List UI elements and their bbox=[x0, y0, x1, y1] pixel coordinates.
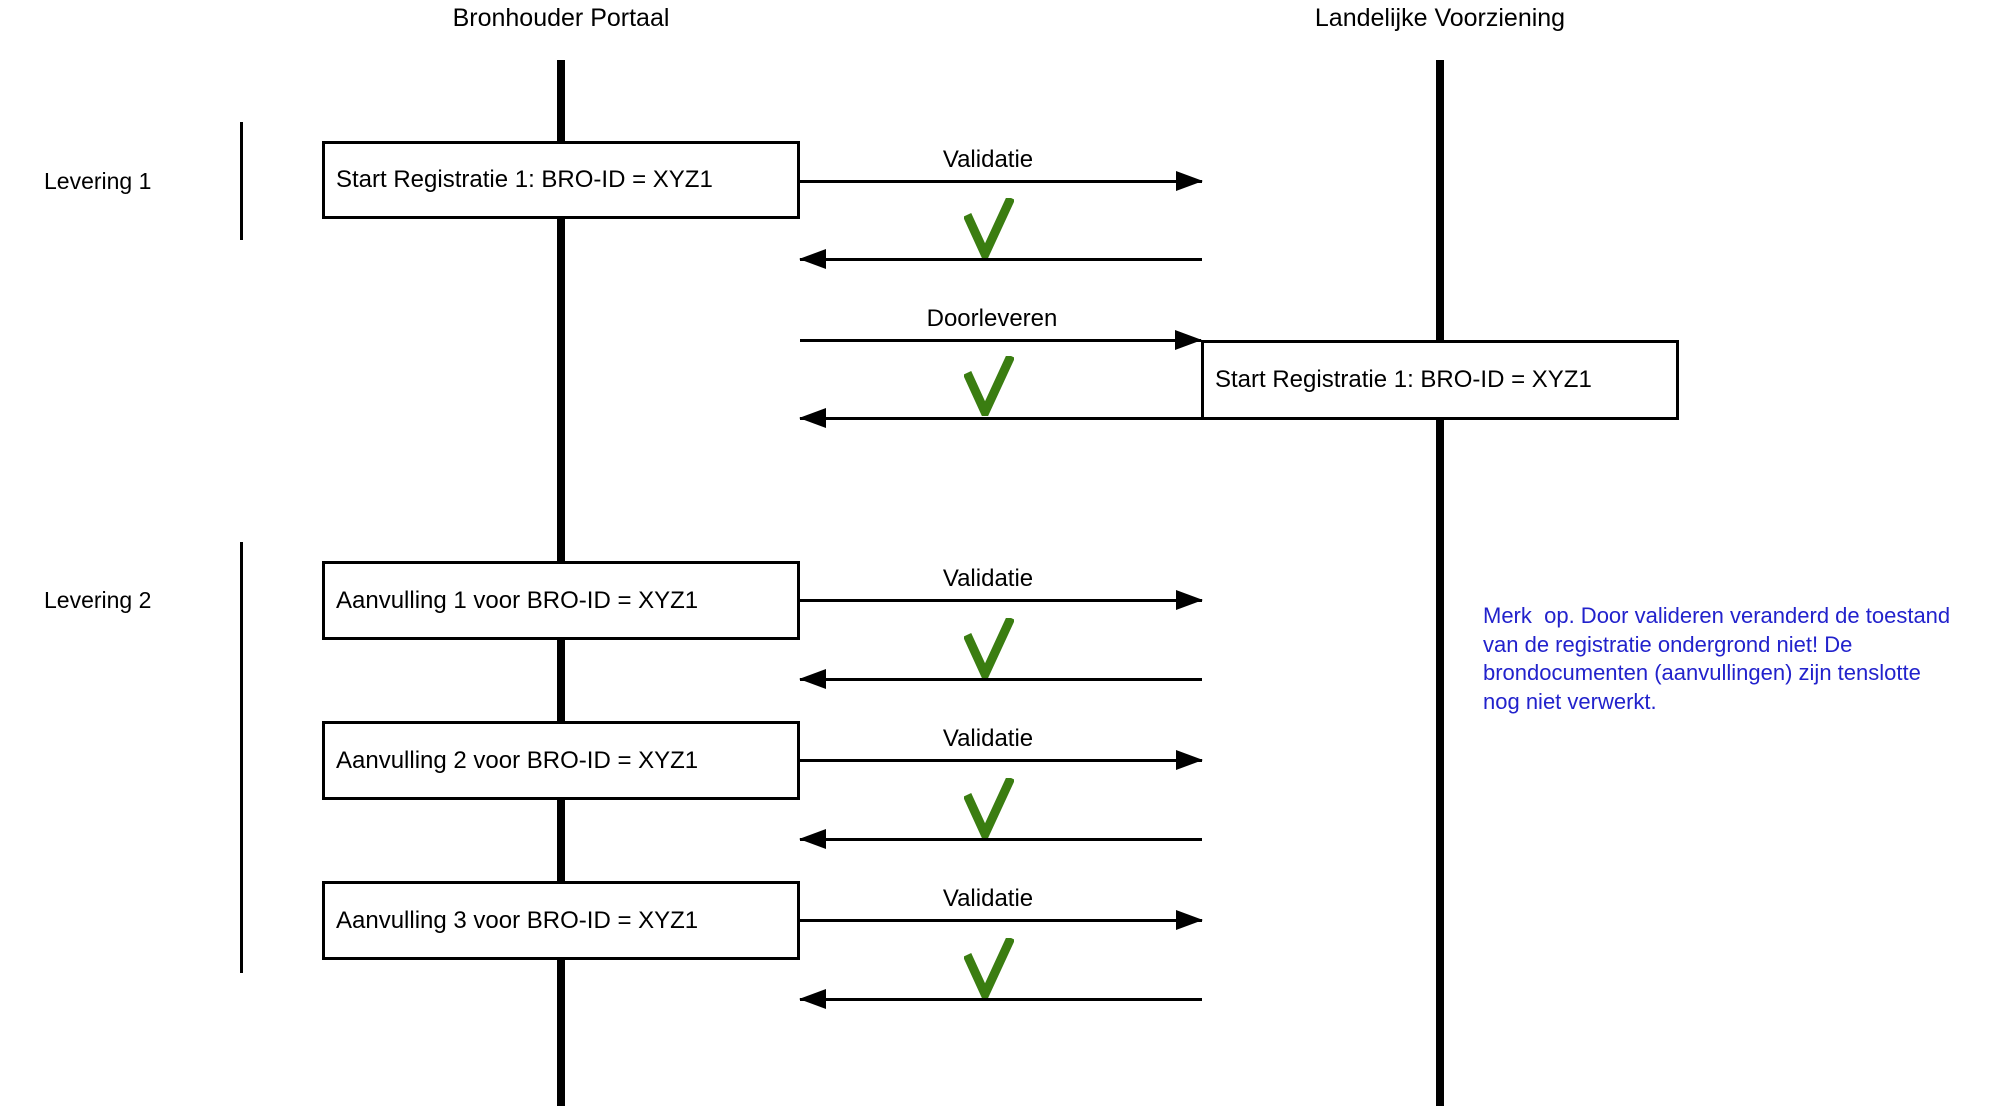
box-aanvulling-2-text: Aanvulling 2 voor BRO-ID = XYZ1 bbox=[336, 746, 699, 774]
arrow-label-validatie-2: Validatie bbox=[942, 565, 1034, 592]
request-arrow-validatie-4 bbox=[800, 910, 1203, 930]
return-arrow-validatie-4 bbox=[799, 989, 1202, 1009]
arrowhead-right-icon bbox=[1176, 750, 1203, 770]
box-start-registratie-left-text: Start Registratie 1: BRO-ID = XYZ1 bbox=[336, 166, 713, 193]
arrow-label-validatie-3: Validatie bbox=[942, 725, 1034, 752]
arrow-shaft bbox=[800, 838, 1202, 841]
return-arrow-doorleveren bbox=[799, 408, 1201, 428]
arrowhead-right-icon bbox=[1176, 910, 1203, 930]
arrow-shaft bbox=[800, 258, 1202, 261]
arrow-label-doorleveren: Doorleveren bbox=[926, 305, 1058, 332]
green-checkmark-icon bbox=[964, 778, 1014, 838]
arrowhead-right-icon bbox=[1175, 330, 1202, 350]
lifeline-landelijke-voorziening bbox=[1436, 60, 1444, 1106]
arrow-shaft bbox=[800, 180, 1202, 183]
arrowhead-left-icon bbox=[799, 829, 826, 849]
arrow-shaft bbox=[800, 919, 1202, 922]
return-arrow-validatie-1 bbox=[799, 249, 1202, 269]
return-arrow-validatie-2 bbox=[799, 669, 1202, 689]
green-checkmark-icon bbox=[964, 356, 1014, 416]
box-start-registratie-right-text: Start Registratie 1: BRO-ID = XYZ1 bbox=[1215, 366, 1592, 393]
arrow-label-validatie-1: Validatie bbox=[942, 146, 1034, 173]
request-arrow-doorleveren bbox=[800, 330, 1202, 350]
green-checkmark-icon bbox=[964, 938, 1014, 998]
box-aanvulling-3: Aanvulling 3 voor BRO-ID = XYZ1 bbox=[322, 881, 800, 960]
levering1-label: Levering 1 bbox=[44, 168, 152, 194]
arrow-shaft bbox=[800, 339, 1201, 342]
arrowhead-left-icon bbox=[799, 989, 826, 1009]
arrow-label-validatie-4: Validatie bbox=[942, 885, 1034, 912]
box-aanvulling-1: Aanvulling 1 voor BRO-ID = XYZ1 bbox=[322, 561, 800, 640]
box-start-registratie-left: Start Registratie 1: BRO-ID = XYZ1 bbox=[322, 141, 800, 219]
arrowhead-left-icon bbox=[799, 249, 826, 269]
annotation-note: Merk op. Door valideren veranderd de toe… bbox=[1483, 603, 1951, 714]
arrowhead-right-icon bbox=[1176, 171, 1203, 191]
actor-title-landelijke-voorziening: Landelijke Voorziening bbox=[1314, 4, 1566, 32]
levering2-bracket bbox=[240, 542, 243, 973]
request-arrow-validatie-1 bbox=[800, 171, 1203, 191]
green-checkmark-icon bbox=[964, 198, 1014, 258]
arrowhead-left-icon bbox=[799, 408, 826, 428]
arrow-shaft bbox=[800, 678, 1202, 681]
request-arrow-validatie-3 bbox=[800, 750, 1203, 770]
arrow-shaft bbox=[800, 417, 1201, 420]
levering1-bracket bbox=[240, 122, 243, 240]
levering2-label: Levering 2 bbox=[44, 587, 152, 613]
box-aanvulling-3-text: Aanvulling 3 voor BRO-ID = XYZ1 bbox=[336, 906, 699, 934]
return-arrow-validatie-3 bbox=[799, 829, 1202, 849]
arrow-shaft bbox=[800, 599, 1202, 602]
box-aanvulling-2: Aanvulling 2 voor BRO-ID = XYZ1 bbox=[322, 721, 800, 800]
actor-title-bronhouder-portaal: Bronhouder Portaal bbox=[452, 4, 670, 32]
green-checkmark-icon bbox=[964, 618, 1014, 678]
arrowhead-right-icon bbox=[1176, 590, 1203, 610]
arrow-shaft bbox=[800, 998, 1202, 1001]
arrow-shaft bbox=[800, 759, 1202, 762]
box-start-registratie-right: Start Registratie 1: BRO-ID = XYZ1 bbox=[1201, 340, 1679, 420]
box-aanvulling-1-text: Aanvulling 1 voor BRO-ID = XYZ1 bbox=[336, 586, 699, 614]
request-arrow-validatie-2 bbox=[800, 590, 1203, 610]
arrowhead-left-icon bbox=[799, 669, 826, 689]
